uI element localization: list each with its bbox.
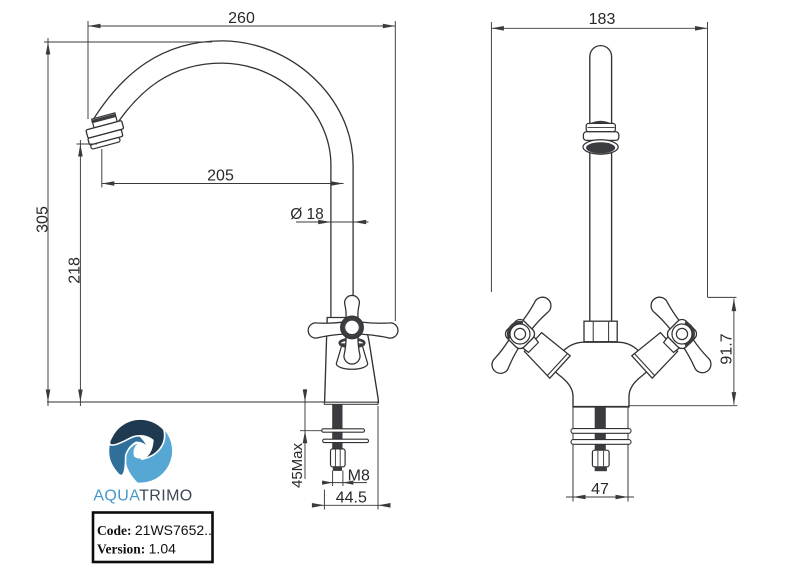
- svg-text:305: 305: [35, 206, 52, 233]
- svg-text:Ø 18: Ø 18: [290, 206, 324, 223]
- svg-text:Code: 21WS7652..: Code: 21WS7652..: [97, 522, 212, 538]
- svg-text:260: 260: [228, 10, 255, 27]
- svg-text:205: 205: [207, 167, 234, 184]
- svg-text:Version: 1.04: Version: 1.04: [97, 541, 176, 557]
- svg-text:218: 218: [67, 257, 84, 284]
- svg-text:47: 47: [591, 481, 609, 498]
- svg-text:44.5: 44.5: [336, 489, 367, 506]
- svg-text:45Max: 45Max: [289, 442, 306, 488]
- svg-text:AQUATRIMO: AQUATRIMO: [93, 488, 192, 505]
- svg-text:183: 183: [589, 11, 616, 28]
- svg-text:91.7: 91.7: [718, 333, 735, 364]
- svg-text:M8: M8: [348, 468, 370, 485]
